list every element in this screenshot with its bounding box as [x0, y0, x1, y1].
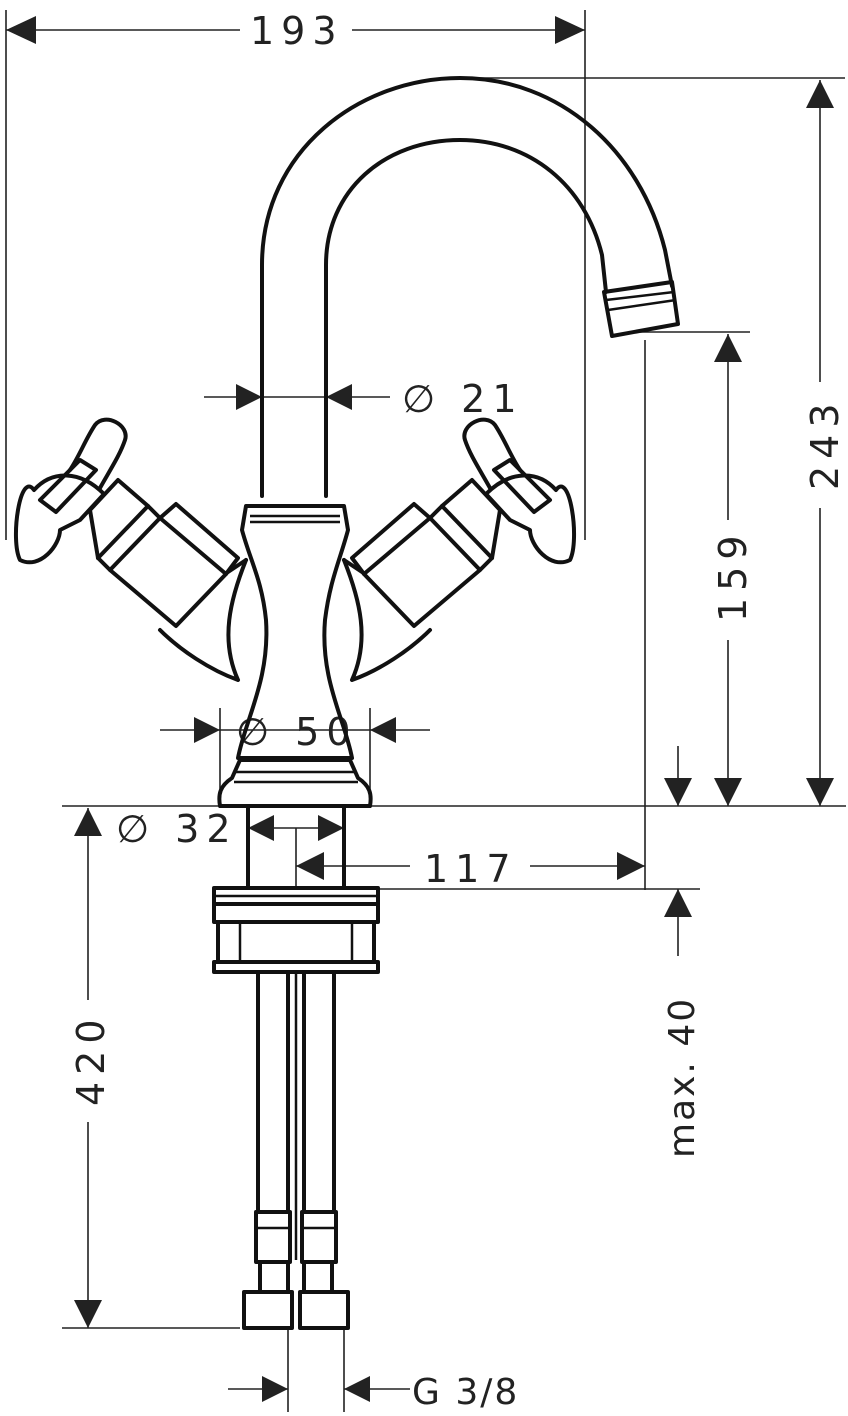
- faucet-body: [217, 504, 373, 890]
- dim-spout-height: 159: [640, 331, 755, 806]
- spout-reach-label: 117: [424, 847, 518, 891]
- spout-height-label: 159: [711, 528, 755, 622]
- right-handle: [342, 417, 577, 682]
- max-deck-label: max. 40: [662, 997, 703, 1158]
- dim-shank-diameter: ∅ 32: [116, 807, 344, 851]
- spout: [260, 76, 680, 498]
- spout-diameter-label: ∅ 21: [402, 377, 524, 421]
- dim-hose-length: 420: [62, 808, 240, 1329]
- dim-body-diameter: ∅ 50: [160, 708, 430, 800]
- mounting-nut: [212, 886, 380, 974]
- height-total-label: 243: [803, 396, 847, 490]
- hose-length-label: 420: [69, 1012, 113, 1106]
- shank-diameter-label: ∅ 32: [116, 807, 238, 851]
- dim-spout-reach: 117: [295, 340, 646, 891]
- connection-thread-label: G 3/8: [412, 1372, 519, 1413]
- dim-connection-thread: G 3/8: [228, 1330, 519, 1413]
- dim-spout-diameter: ∅ 21: [204, 377, 524, 421]
- body-diameter-label: ∅ 50: [236, 710, 358, 754]
- supply-hoses: [242, 970, 350, 1330]
- overall-width-label: 193: [250, 9, 344, 53]
- left-handle: [13, 417, 248, 682]
- dim-max-deck: max. 40: [370, 746, 703, 1158]
- dim-height-total: 243: [460, 77, 847, 806]
- dim-overall-width: 193: [5, 9, 586, 540]
